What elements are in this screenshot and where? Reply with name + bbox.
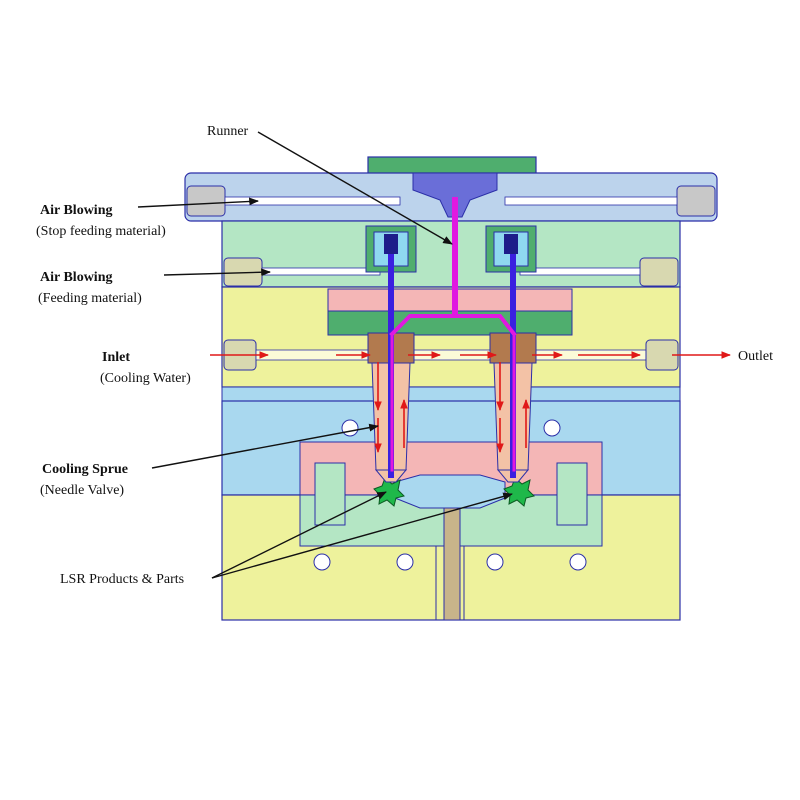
label-feeding: (Feeding material) (38, 291, 142, 306)
bolt-hole (341, 419, 359, 437)
label-cooling-water: (Cooling Water) (100, 371, 191, 386)
leader-cooling-sprue (151, 423, 379, 469)
bolt-hole (543, 419, 561, 437)
cooling-flow-arrows (210, 351, 731, 453)
air-fitting-right-mid (639, 257, 679, 287)
divider-plate (221, 386, 681, 402)
label-air-blowing-mid: Air Blowing (40, 270, 112, 285)
air-channel-mid-right (519, 267, 641, 276)
label-stop-feeding: (Stop feeding material) (36, 224, 166, 239)
guide-pillar-right (556, 462, 588, 526)
manifold-plate (221, 220, 681, 288)
bolt-hole (569, 553, 587, 571)
guide-pillar-left (314, 462, 346, 526)
leader-air-top (137, 197, 259, 208)
bolt-hole (486, 553, 504, 571)
label-cooling-sprue: Cooling Sprue (42, 462, 128, 477)
label-needle-valve: (Needle Valve) (40, 483, 124, 498)
air-channel-top-right (504, 196, 678, 206)
leader-lsr-a (211, 491, 387, 579)
leader-air-mid (163, 268, 271, 277)
label-air-blowing-top: Air Blowing (40, 203, 112, 218)
label-inlet: Inlet (102, 350, 130, 365)
leader-lsr-b (211, 492, 513, 579)
air-fitting-left-top (186, 185, 226, 217)
cavity-part (394, 474, 506, 509)
bolt-hole (313, 553, 331, 571)
leader-runner (257, 131, 453, 245)
air-channel-mid-left (261, 267, 381, 276)
runner-channel (389, 197, 517, 472)
label-runner: Runner (207, 124, 249, 139)
air-fitting-right-top (676, 185, 716, 217)
label-outlet: Outlet (738, 349, 773, 364)
sprue-bushing (412, 172, 498, 218)
label-lsr-products: LSR Products & Parts (60, 572, 184, 587)
manifold-block (327, 288, 573, 312)
bolt-hole (396, 553, 414, 571)
leader-lines (137, 131, 513, 579)
air-channel-top-left (224, 196, 401, 206)
